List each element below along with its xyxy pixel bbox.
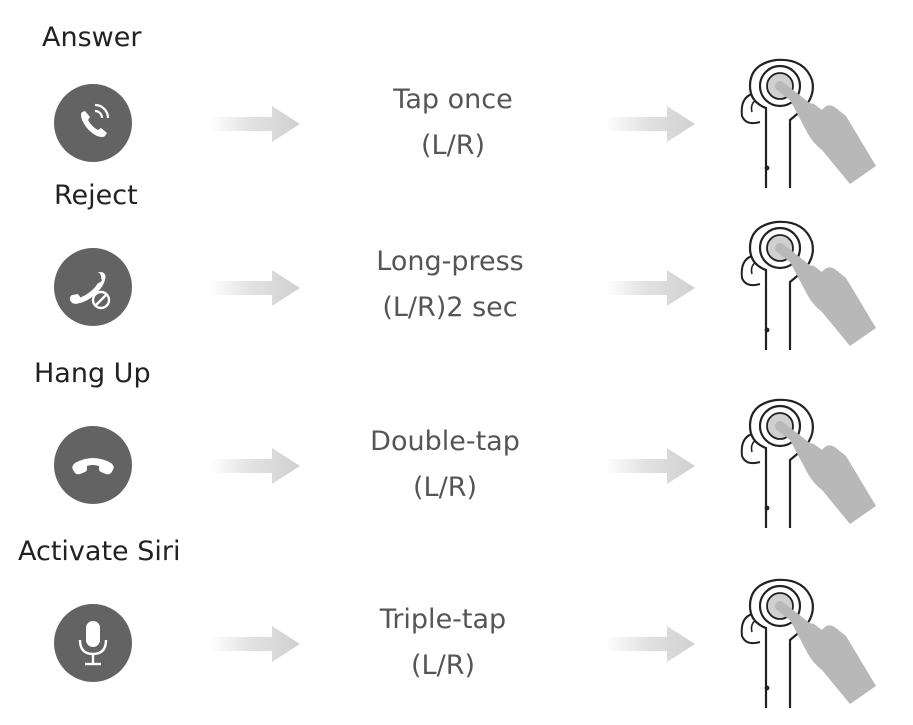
arrow-icon [210, 270, 300, 306]
gesture-action: Tap once [393, 84, 513, 115]
arrow-icon [605, 626, 695, 662]
gesture-instruction: Tap once (L/R) [343, 77, 563, 169]
arrow-icon [210, 106, 300, 142]
gesture-action: Long-press [376, 246, 524, 277]
earbud-tap-icon [740, 220, 876, 350]
phone-call-icon [54, 84, 132, 162]
gesture-side: (L/R) [421, 130, 485, 161]
earbud-tap-icon [740, 58, 876, 188]
gesture-action: Double-tap [370, 426, 520, 457]
gesture-action: Triple-tap [379, 604, 507, 635]
hang-up-icon [54, 426, 132, 504]
arrow-icon [605, 270, 695, 306]
arrow-icon [605, 448, 695, 484]
arrow-icon [210, 626, 300, 662]
row-title: Answer [42, 22, 142, 53]
phone-reject-icon [54, 248, 132, 326]
gesture-instruction: Double-tap (L/R) [335, 419, 555, 511]
row-title: Activate Siri [18, 536, 181, 567]
microphone-icon [54, 604, 132, 682]
gesture-side: (L/R)2 sec [382, 292, 518, 323]
row-title: Reject [54, 180, 138, 211]
earbud-tap-icon [740, 398, 876, 528]
arrow-icon [605, 106, 695, 142]
gesture-side: (L/R) [411, 650, 475, 681]
earbud-tap-icon [740, 578, 876, 708]
arrow-icon [210, 448, 300, 484]
gesture-instruction: Triple-tap (L/R) [333, 597, 553, 689]
gesture-side: (L/R) [413, 472, 477, 503]
row-title: Hang Up [34, 358, 151, 389]
gesture-instruction: Long-press (L/R)2 sec [340, 239, 560, 331]
